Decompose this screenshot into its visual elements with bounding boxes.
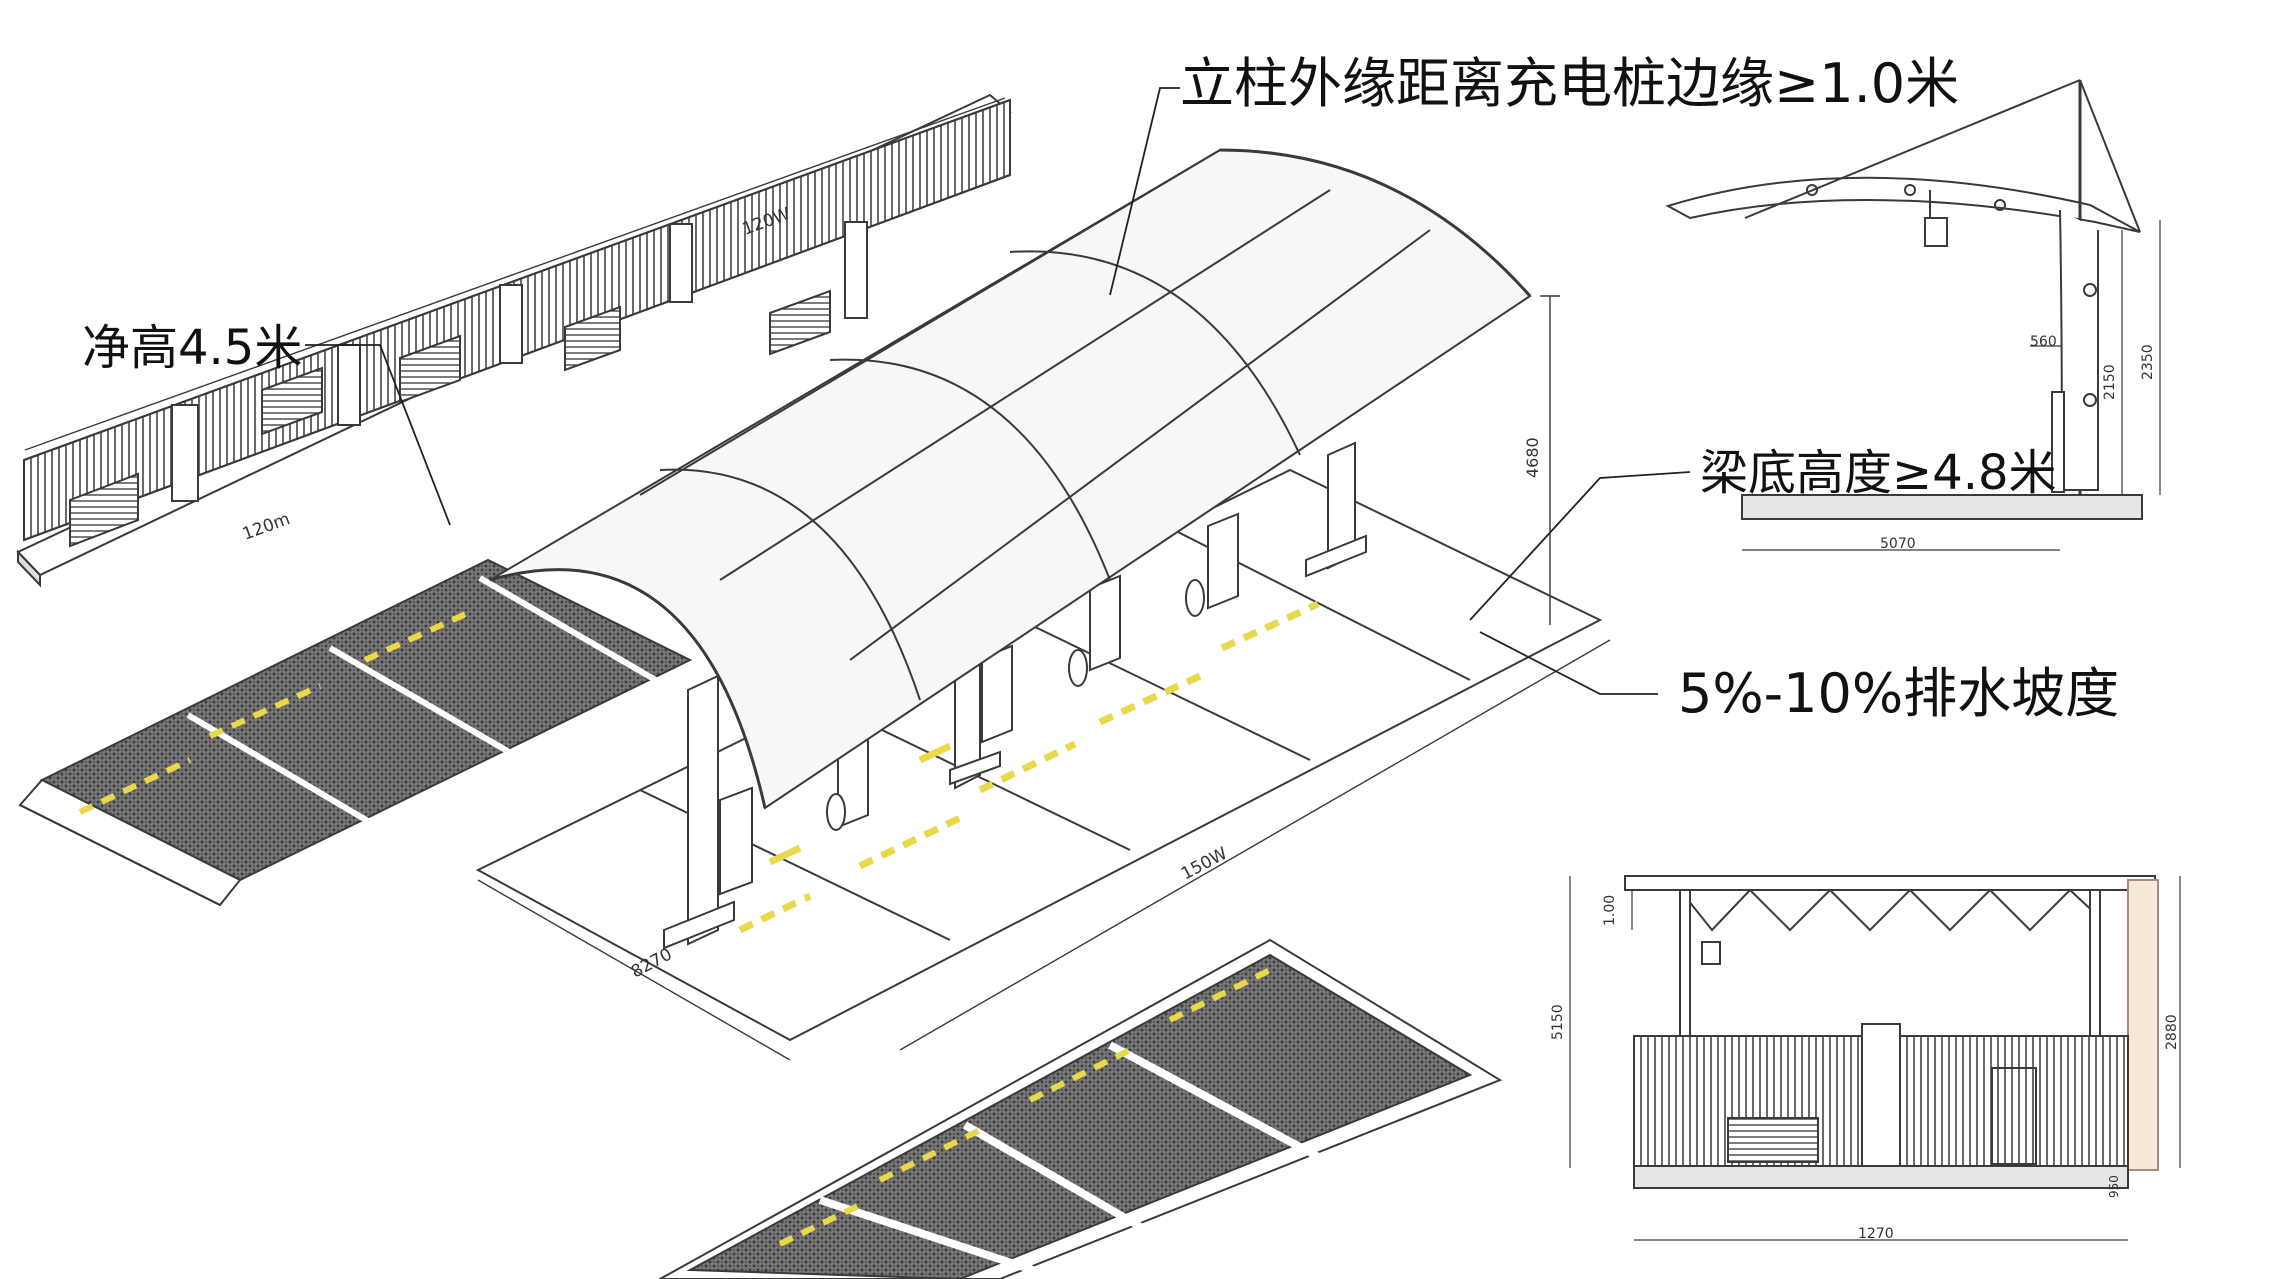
paver-area-bottom [657, 938, 1503, 1279]
dim-front-truss: 1.00 [1602, 895, 1618, 926]
ac-units [69, 289, 831, 548]
dim-iso-length: 150W [1178, 844, 1231, 885]
callout-column-clearance: 立柱外缘距离充电桩边缘≥1.0米 [1180, 52, 1959, 115]
callout-clear-height: 净高4.5米 [82, 320, 302, 376]
callout-leaders [305, 87, 1691, 695]
canopy-columns [663, 441, 1367, 950]
dim-front-width: 1270 [1858, 1226, 1894, 1242]
dim-front-wall: 2880 [2164, 1014, 2180, 1050]
wheel-stops-left [78, 609, 472, 815]
dim-front-height: 5150 [1550, 1004, 1566, 1040]
iso-dimensions [24, 97, 1611, 1061]
side-elevation [1665, 79, 2161, 551]
dim-side-base: 5070 [1880, 536, 1916, 552]
wheel-stops-right [738, 600, 1320, 934]
callout-drainage-slope: 5%-10%排水坡度 [1678, 662, 2119, 725]
canopy-roof [489, 148, 1532, 810]
dim-side-h2: 2350 [2140, 344, 2156, 380]
dim-front-base-h: 950 [2107, 1175, 2121, 1198]
dim-iso-wall-b: 120m [240, 509, 293, 545]
dim-iso-height: 4680 [1523, 437, 1542, 478]
fence-posts [171, 221, 868, 502]
dim-side-h1: 2150 [2102, 364, 2118, 400]
front-elevation [1569, 875, 2181, 1241]
isometric-view [16, 93, 1611, 1061]
callout-beam-height: 梁底高度≥4.8米 [1700, 445, 2057, 501]
dim-side-inner: 560 [2030, 334, 2057, 350]
